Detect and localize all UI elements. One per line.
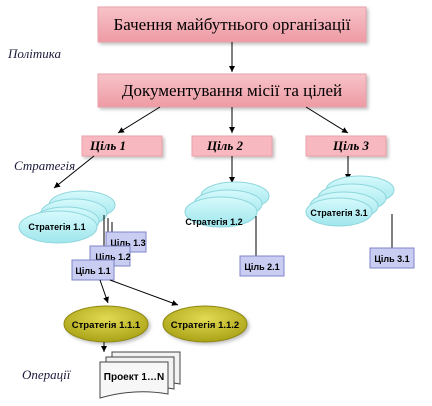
subgoal-1-1-box xyxy=(71,259,115,281)
strategy-1-2-text: Стратегія 1.2 xyxy=(185,217,242,227)
strategy-3-1-stack xyxy=(305,175,395,227)
goal-3-box xyxy=(305,135,387,157)
vision-banner-text: Бачення майбутнього організації xyxy=(114,15,351,34)
mission-to-goal1-arrow xyxy=(117,106,161,134)
subgoal-2-1-text: Ціль 2.1 xyxy=(244,262,279,272)
subgoal-1-1-text: Ціль 1.1 xyxy=(75,266,110,276)
subgoal-2-1-box xyxy=(239,255,285,277)
subgoal-1-3-text: Ціль 1.3 xyxy=(110,238,145,248)
strategy-1-1-1-ellipse xyxy=(63,305,149,343)
mission-banner xyxy=(97,73,367,108)
strategy-1-1-stack xyxy=(18,190,116,244)
strategy-label: Стратегія xyxy=(14,158,75,173)
mission-banner-text: Документування місії та цілей xyxy=(122,81,342,100)
project-stack xyxy=(99,351,181,399)
subgoal-3-1-text: Ціль 3.1 xyxy=(374,254,409,264)
goal1-to-strategy-arrow xyxy=(53,155,95,189)
goal-2-text: Ціль 2 xyxy=(206,138,244,153)
policy-label: Політика xyxy=(7,46,61,61)
subgoal-1-2-text: Ціль 1.2 xyxy=(95,252,130,262)
vision-banner xyxy=(97,6,367,43)
subgoal-3-1-box xyxy=(369,247,415,269)
strategy-1-1-2-ellipse xyxy=(162,305,248,343)
strategy-1-1-text: Стратегія 1.1 xyxy=(28,222,85,232)
strategy-3-1-text: Стратегія 3.1 xyxy=(310,208,367,218)
operations-label: Операції xyxy=(22,367,72,382)
goal-3-text: Ціль 3 xyxy=(332,138,370,153)
mission-to-goal3-arrow xyxy=(305,106,349,134)
strategy-1-1-2-text: Стратегія 1.1.2 xyxy=(171,320,239,331)
subgoal-1-1-to-s111-arrow xyxy=(99,279,109,304)
strategy-1-1-1-text: Стратегія 1.1.1 xyxy=(72,320,141,331)
subgoal-1-1-to-s112-arrow xyxy=(109,279,179,306)
project-text: Проект 1…N xyxy=(104,372,164,383)
goal-1-box xyxy=(81,135,163,157)
strategy-1-2-stack xyxy=(184,181,270,228)
goal-1-text: Ціль 1 xyxy=(89,138,126,153)
